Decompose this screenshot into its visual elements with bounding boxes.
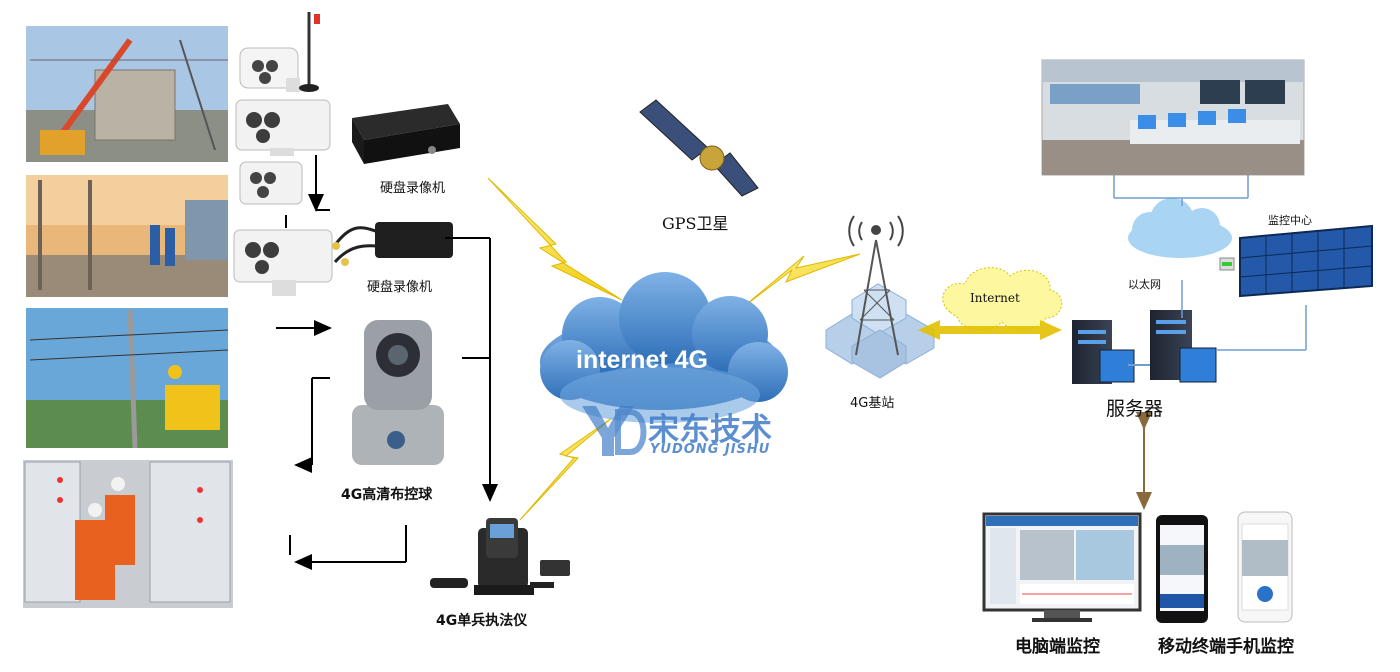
photo-substation-crane (26, 26, 228, 162)
dvr-bottom-icon (332, 222, 453, 266)
dvr-bottom-label: 硬盘录像机 (367, 280, 433, 295)
watermark-logo: 宋东技术 YUDONG JISHU (578, 402, 828, 462)
photo-powerline-workers (26, 308, 229, 449)
phone-1-icon (1156, 515, 1208, 623)
watermark-en: YUDONG JISHU (650, 442, 771, 457)
pc-monitor-label: 电脑端监控 (1015, 637, 1100, 657)
gps-label: GPS卫星 (662, 214, 729, 233)
photo-switchgear-workers (23, 460, 233, 608)
phone-2-icon (1237, 511, 1293, 623)
ptz-dome-label: 4G高清布控球 (341, 487, 433, 503)
law-recorder-icon (430, 518, 570, 595)
server-1-icon (1072, 320, 1135, 384)
internet-4g-label: internet 4G (576, 346, 708, 374)
base-station-label: 4G基站 (850, 396, 895, 411)
server-label: 服务器 (1106, 398, 1164, 420)
bullet-camera-3-icon (239, 161, 303, 205)
gps-satellite-icon (639, 99, 759, 197)
internet-small-label: Internet (970, 291, 1020, 305)
bullet-camera-2-icon (235, 99, 331, 156)
monitor-center-label: 监控中心 (1268, 214, 1312, 227)
watermark-cn: 宋东技术 (648, 412, 772, 448)
antenna-icon (299, 12, 320, 92)
control-room-photo (1041, 59, 1305, 176)
ptz-dome-camera-icon (352, 320, 444, 465)
connection-arrows (276, 155, 498, 570)
server-2-icon (1150, 310, 1217, 383)
base-station-tower-icon (825, 215, 935, 379)
ethernet-cloud (1128, 198, 1235, 271)
video-wall-icon (1239, 224, 1373, 298)
photo-substation-workers (26, 175, 228, 297)
law-recorder-label: 4G单兵执法仪 (436, 613, 528, 629)
ethernet-label: 以太网 (1128, 278, 1161, 291)
internet-4g-cloud (540, 272, 788, 423)
network-lines (1113, 175, 1307, 351)
pc-monitor-icon (982, 512, 1142, 622)
dvr-top-label: 硬盘录像机 (380, 181, 446, 196)
watermark-yd-icon (582, 406, 647, 456)
dvr-top-icon (352, 104, 460, 164)
internet-small-cloud (918, 267, 1062, 340)
bullet-camera-1-icon (239, 47, 300, 92)
bullet-camera-4-icon (233, 229, 333, 296)
mobile-monitor-label: 移动终端手机监控 (1158, 637, 1294, 657)
